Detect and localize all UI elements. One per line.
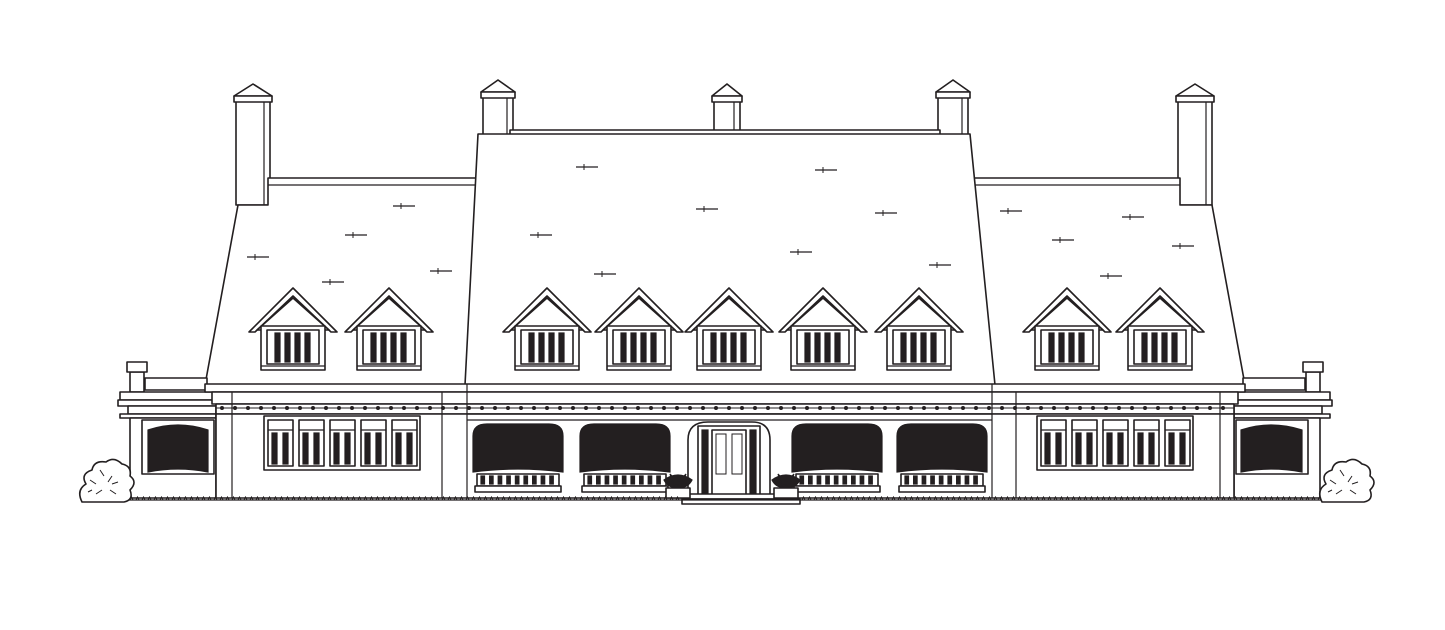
porch-arch bbox=[579, 423, 671, 493]
slate-mark bbox=[247, 254, 269, 260]
window bbox=[1040, 419, 1067, 467]
slate-mark bbox=[790, 249, 812, 255]
window bbox=[360, 419, 387, 467]
roof-slate-marks bbox=[247, 164, 1194, 285]
dormer bbox=[502, 287, 592, 371]
dormer bbox=[248, 287, 338, 371]
dormer bbox=[1022, 287, 1112, 371]
dormer bbox=[874, 287, 964, 371]
window bbox=[329, 419, 356, 467]
slate-mark bbox=[1122, 214, 1144, 220]
window bbox=[298, 419, 325, 467]
dormer bbox=[684, 287, 774, 371]
slate-mark bbox=[576, 164, 598, 170]
porch-arch bbox=[896, 423, 988, 493]
dormers bbox=[248, 287, 1205, 371]
slate-mark bbox=[393, 203, 415, 209]
slate-mark bbox=[696, 206, 718, 212]
shrub-left bbox=[78, 458, 135, 503]
chimney bbox=[1175, 83, 1215, 206]
dormer bbox=[344, 287, 434, 371]
end-pavilion-openings bbox=[141, 419, 1309, 475]
dormer bbox=[778, 287, 868, 371]
window bbox=[1102, 419, 1129, 467]
window bbox=[1164, 419, 1191, 467]
wing-window-groups bbox=[263, 415, 1194, 471]
window bbox=[391, 419, 418, 467]
slate-mark bbox=[1172, 243, 1194, 249]
window-group bbox=[263, 415, 421, 471]
window bbox=[1071, 419, 1098, 467]
dormer bbox=[1115, 287, 1205, 371]
shrub-right bbox=[1318, 458, 1375, 503]
porch-arch bbox=[472, 423, 564, 493]
entry-door bbox=[687, 421, 771, 499]
window bbox=[267, 419, 294, 467]
window bbox=[1133, 419, 1160, 467]
frieze-ornament bbox=[216, 406, 1234, 410]
urn-planters bbox=[663, 473, 801, 499]
slate-mark bbox=[322, 279, 344, 285]
slate-mark bbox=[1052, 237, 1074, 243]
porch-arches bbox=[472, 423, 988, 493]
slate-mark bbox=[815, 167, 837, 173]
slate-mark bbox=[929, 262, 951, 268]
slate-mark bbox=[1100, 273, 1122, 279]
slate-mark bbox=[345, 232, 367, 238]
right-wing-roof bbox=[971, 177, 1246, 386]
slate-mark bbox=[594, 271, 616, 277]
slate-mark bbox=[1000, 208, 1022, 214]
left-wing-roof bbox=[204, 177, 486, 386]
window-group bbox=[1036, 415, 1194, 471]
porch-arch bbox=[791, 423, 883, 493]
slate-mark bbox=[430, 268, 452, 274]
slate-mark bbox=[530, 232, 552, 238]
ground-line bbox=[120, 495, 1330, 501]
dormer bbox=[594, 287, 684, 371]
chimney bbox=[233, 83, 273, 206]
slate-mark bbox=[875, 210, 897, 216]
